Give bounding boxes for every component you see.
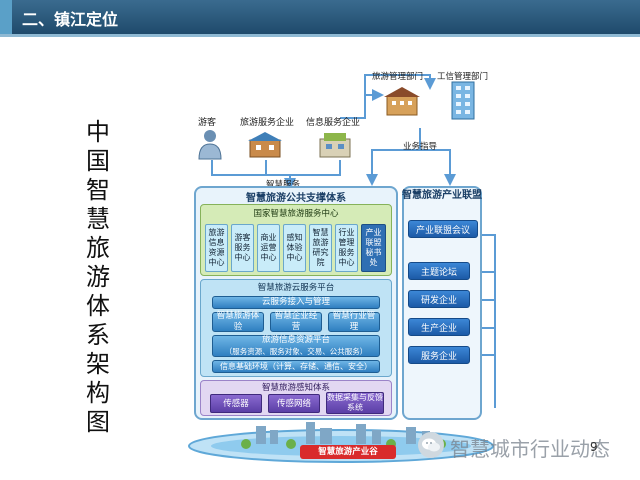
wechat-icon <box>418 432 444 458</box>
tourist-label: 游客 <box>198 118 217 128</box>
info-company-label: 信息服务企业 <box>306 118 361 128</box>
vertical-title-char: 慧 <box>86 205 110 233</box>
travel-company-icon <box>248 130 282 158</box>
vertical-title-char: 构 <box>86 379 110 407</box>
alliance-item: 研发企业 <box>408 290 470 308</box>
center-item: 智慧旅游研究院 <box>309 224 332 272</box>
center-item: 商业运营中心 <box>257 224 280 272</box>
vertical-title-char: 图 <box>86 408 110 436</box>
tourism-dept-label: 旅游管理部门 <box>372 72 424 82</box>
tourist-icon <box>196 128 224 160</box>
tourism-building-icon <box>384 86 420 116</box>
resource-platform-title: 旅游信息资源平台 <box>261 335 330 345</box>
travel-company-label: 旅游服务企业 <box>240 118 295 128</box>
perception-item: 数据采集与反馈系统 <box>326 392 384 414</box>
center-item: 旅游信息资源中心 <box>205 224 228 272</box>
center-item: 产业联盟秘书处 <box>361 224 386 272</box>
industry-building-icon <box>448 80 478 120</box>
vertical-title-char: 系 <box>86 321 110 349</box>
center-item: 行业管理服务中心 <box>335 224 358 272</box>
vertical-title-char: 体 <box>86 292 110 320</box>
header-divider <box>0 34 640 37</box>
alliance-item: 服务企业 <box>408 346 470 364</box>
center-item: 游客服务中心 <box>231 224 254 272</box>
vertical-title-char: 国 <box>86 147 110 175</box>
alliance-item: 生产企业 <box>408 318 470 336</box>
watermark-text: 智慧城市行业动态 <box>450 437 610 461</box>
resource-platform-sub: （服务资源、服务对象、交易、公共服务） <box>224 347 368 356</box>
smart-service-label: 智慧服务 <box>266 180 301 190</box>
page-number: 9 <box>590 440 598 454</box>
vertical-title-char: 中 <box>86 118 110 146</box>
cloud-service-item: 智慧旅游体验 <box>212 311 264 332</box>
vertical-title-char: 架 <box>86 350 110 378</box>
guidance-label: 业务指导 <box>403 142 438 152</box>
alliance-item: 主题论坛 <box>408 262 470 280</box>
valley-label: 智慧旅游产业谷 <box>300 445 396 459</box>
industry-dept-label: 工信管理部门 <box>437 72 489 82</box>
vertical-title-char: 游 <box>86 263 110 291</box>
alliance-meeting: 产业联盟会议 <box>408 220 478 238</box>
vertical-title-char: 智 <box>86 176 110 204</box>
alliance-title: 智慧旅游产业联盟 <box>402 190 482 201</box>
infra-bar: 信息基础环境（计算、存储、通信、安全） <box>212 360 380 373</box>
cloud-access-bar: 云服务接入与管理 <box>212 296 380 309</box>
cloud-service-item: 智慧行业管理 <box>328 311 380 332</box>
vertical-title: 中 国 智 慧 旅 游 体 系 架 构 图 <box>78 118 118 437</box>
info-company-icon <box>318 130 352 158</box>
national-center-title: 国家智慧旅游服务中心 <box>253 209 339 219</box>
header-bar <box>0 0 640 34</box>
cloud-platform-title: 智慧旅游云服务平台 <box>257 283 335 293</box>
resource-platform-box: 旅游信息资源平台 （服务资源、服务对象、交易、公共服务） <box>212 335 380 357</box>
page-title: 二、镇江定位 <box>22 10 119 29</box>
perception-title: 智慧旅游感知体系 <box>261 383 330 393</box>
center-item: 感知体验中心 <box>283 224 306 272</box>
cloud-service-item: 智慧企业经营 <box>270 311 322 332</box>
header-accent <box>0 0 12 34</box>
perception-item: 传感网络 <box>268 394 320 413</box>
perception-item: 传感器 <box>210 394 262 413</box>
vertical-title-char: 旅 <box>86 234 110 262</box>
support-system-title: 智慧旅游公共支撑体系 <box>246 193 346 204</box>
